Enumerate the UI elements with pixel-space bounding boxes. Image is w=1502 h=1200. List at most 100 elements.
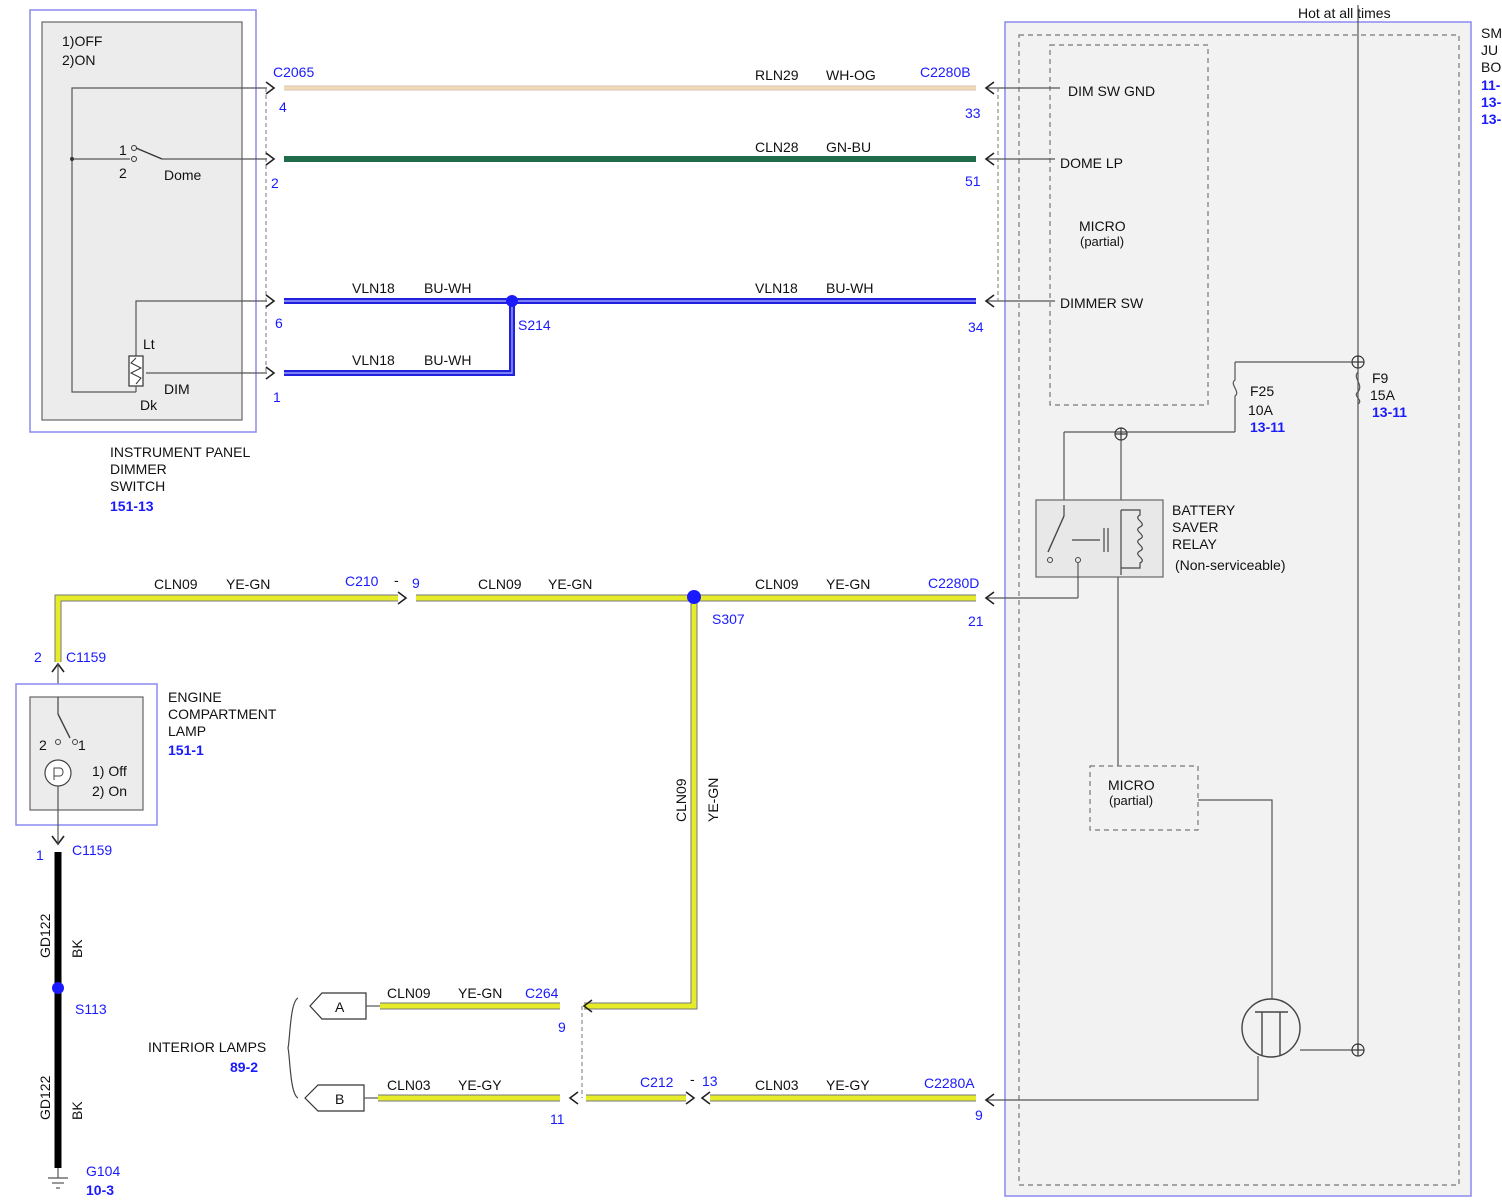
vln18-a-circuit: VLN18: [352, 280, 395, 296]
pin-1-c1159: 1: [36, 847, 44, 863]
pin-2: 2: [271, 175, 279, 191]
dimmer-mode-1: 1)OFF: [62, 33, 102, 49]
yellow-harness: [54, 590, 976, 1102]
cln03-a-color: YE-GY: [458, 1077, 502, 1093]
wire-cln09-a: [55, 595, 398, 662]
engine-lamp-pin-b: 1: [78, 737, 86, 753]
cln03-a-circuit: CLN03: [387, 1077, 431, 1093]
splice-s214: S214: [518, 317, 551, 333]
pin-51: 51: [965, 173, 981, 189]
sjb-title-3: BO: [1481, 59, 1501, 75]
gd122-a-circuit: GD122: [37, 913, 53, 958]
micro-bottom-sub: (partial): [1109, 793, 1153, 808]
splice-s214-dot: [506, 295, 518, 307]
c2280d-label: C2280D: [928, 575, 979, 591]
dimmer-sw-label: DIMMER SW: [1060, 295, 1144, 311]
dimmer-switch-name-3: SWITCH: [110, 478, 165, 494]
c212-pin: 13: [702, 1073, 718, 1089]
dome-label: Dome: [164, 167, 202, 183]
gd122-b-circuit: GD122: [37, 1075, 53, 1120]
splice-s307: S307: [712, 611, 745, 627]
c2280a-label: C2280A: [924, 1075, 975, 1091]
cln03-b-circuit: CLN03: [755, 1077, 799, 1093]
pin-9-c264: 9: [558, 1019, 566, 1035]
interior-lamp-b: B: [335, 1091, 344, 1107]
dimmer-lt-label: Lt: [143, 336, 155, 352]
relay-label-3: RELAY: [1172, 536, 1218, 552]
hot-at-all-times-label: Hot at all times: [1298, 5, 1391, 21]
dimmer-dim-label: DIM: [164, 381, 190, 397]
ground-ref: 10-3: [86, 1182, 114, 1198]
smart-junction-box: SM JU BO 11- 13- 13- DIM SW GND DOME LP …: [986, 5, 1502, 1197]
vln18-b-color: BU-WH: [826, 280, 873, 296]
pin-1: 1: [273, 389, 281, 405]
rln29-circuit: RLN29: [755, 67, 799, 83]
cln28-color: GN-BU: [826, 139, 871, 155]
battery-saver-relay: [1035, 499, 1164, 578]
cln09-v-color: YE-GN: [705, 778, 721, 822]
interior-lamps-name: INTERIOR LAMPS: [148, 1039, 266, 1055]
c210-pin: 9: [412, 575, 420, 591]
pin-4: 4: [279, 99, 287, 115]
pin-33: 33: [965, 105, 981, 121]
sjb-ref-1: 11-: [1481, 77, 1501, 93]
rln29-color: WH-OG: [826, 67, 876, 83]
interior-lamps: A B: [287, 992, 380, 1112]
engine-lamp-name-3: LAMP: [168, 723, 206, 739]
engine-compartment-lamp: 2 1 1) Off 2) On: [15, 664, 158, 844]
micro-bottom-label: MICRO: [1108, 777, 1155, 793]
c1159-bottom-label: C1159: [72, 842, 112, 858]
pin-34: 34: [968, 319, 984, 335]
dome-switch-pos-2: 2: [119, 165, 127, 181]
splice-s113-dot: [52, 982, 64, 994]
micro-top-label: MICRO: [1079, 218, 1126, 234]
cln28-circuit: CLN28: [755, 139, 799, 155]
dimmer-switch-name-2: DIMMER: [110, 461, 167, 477]
c212-label: C212: [640, 1074, 674, 1090]
interior-lamp-a: A: [335, 999, 345, 1015]
pin-2-c1159: 2: [34, 649, 42, 665]
interior-lamps-ref: 89-2: [230, 1059, 258, 1075]
fuse-f25-ref: 13-11: [1250, 419, 1285, 435]
vln18-a-color: BU-WH: [424, 280, 471, 296]
c2065-label: C2065: [273, 64, 314, 80]
fuse-f25-amp: 10A: [1248, 402, 1274, 418]
engine-lamp-name-1: ENGINE: [168, 689, 222, 705]
pin-6: 6: [275, 315, 283, 331]
sjb-ref-2: 13-: [1481, 94, 1502, 110]
dimmer-switch-ref: 151-13: [110, 498, 154, 514]
vln18-c-color: BU-WH: [424, 352, 471, 368]
cln09-b-circuit: CLN09: [478, 576, 522, 592]
c210-label: C210: [345, 573, 379, 589]
dimmer-dk-label: Dk: [140, 397, 158, 413]
pin-9-c2280a: 9: [975, 1107, 983, 1123]
cln09-d-circuit: CLN09: [387, 985, 431, 1001]
dim-sw-gnd-label: DIM SW GND: [1068, 83, 1155, 99]
gd122-a-color: BK: [69, 939, 85, 958]
sjb-ref-3: 13-: [1481, 111, 1502, 127]
engine-lamp-ref: 151-1: [168, 742, 204, 758]
relay-note: (Non-serviceable): [1175, 557, 1285, 573]
cln03-b-color: YE-GY: [826, 1077, 870, 1093]
c212-dash: -: [690, 1071, 695, 1087]
gd122-b-color: BK: [69, 1101, 85, 1120]
sjb-title-1: SM: [1481, 25, 1502, 41]
engine-lamp-mode-2: 2) On: [92, 783, 127, 799]
c1159-top-label: C1159: [66, 649, 106, 665]
cln09-c-color: YE-GN: [826, 576, 870, 592]
sjb-title-2: JU: [1481, 42, 1498, 58]
relay-label-1: BATTERY: [1172, 502, 1236, 518]
cln09-v-circuit: CLN09: [673, 778, 689, 822]
ground-g104: G104: [86, 1163, 120, 1179]
micro-top-sub: (partial): [1080, 234, 1124, 249]
instrument-panel-dimmer-switch: 1)OFF 2)ON 1 2 Dome Lt DIM Dk: [29, 9, 267, 433]
relay-label-2: SAVER: [1172, 519, 1218, 535]
top-harness: [284, 85, 976, 376]
engine-lamp-name-2: COMPARTMENT: [168, 706, 277, 722]
c2280b-label: C2280B: [920, 64, 971, 80]
c210-dash: -: [394, 572, 399, 588]
engine-lamp-pin-a: 2: [39, 737, 47, 753]
pin-21: 21: [968, 613, 984, 629]
vln18-b-circuit: VLN18: [755, 280, 798, 296]
